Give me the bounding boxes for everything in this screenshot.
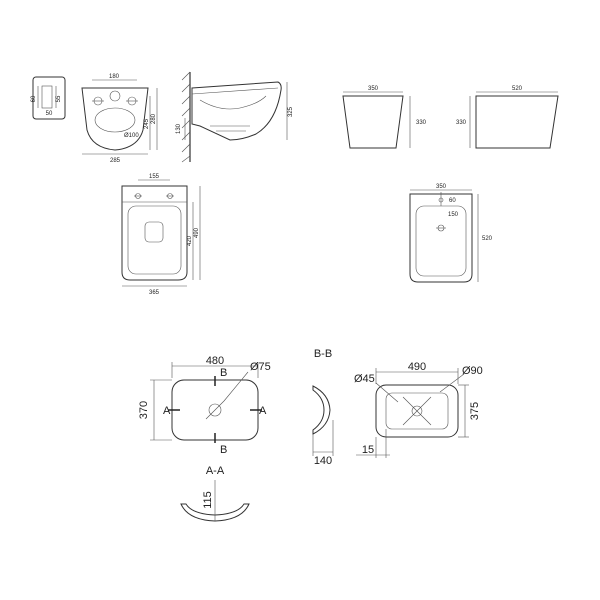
side-detail-view: 60 55 50 [31,76,66,120]
plan-height-2: 490 [194,227,200,238]
basin1-section-aa: A-A 115 [180,465,250,522]
basin2-section-bb: B-B 140 [312,348,334,467]
basin1-plan-view: 480 Ø75 B B A A 370 [138,355,271,456]
section-bb-title: B-B [314,348,332,360]
basin1-section-b-top: B [220,367,227,379]
front-bottom-width: 285 [110,158,121,164]
basin2-plan-view: 490 Ø45 Ø90 375 15 [354,361,483,458]
trapezoid-front-height: 330 [416,120,427,126]
toilet-front-view: 180 Ø100 245 280 285 [81,74,158,164]
section-aa-height: 115 [202,491,214,509]
side-detail-dim-c: 55 [56,95,62,102]
toilet-side-view: 130 325 [176,71,294,163]
front-top-width: 180 [109,74,120,80]
basin1-width: 480 [206,355,224,367]
section-bb-width: 140 [314,455,332,467]
trapezoid-side-view: 520 330 [456,86,559,149]
side-detail-dim-a: 60 [31,95,37,102]
trapezoid-side-height: 330 [456,120,467,126]
section-aa-title: A-A [206,465,225,477]
plan-top-dim: 155 [149,174,160,180]
side-height: 325 [288,106,294,117]
trapezoid-front-view: 350 330 [342,86,427,149]
basin2-rim: 15 [362,444,374,456]
basin1-hole: Ø75 [250,361,271,373]
bidet-plan-length: 520 [482,236,493,242]
plan-width: 365 [149,290,160,296]
basin1-height: 370 [138,401,150,419]
basin1-section-a-right: A [259,405,267,417]
side-detail-dim-b: 50 [46,111,53,117]
toilet-plan-view: 155 420 490 365 [121,174,201,296]
front-height-2: 280 [151,113,157,124]
trapezoid-side-width: 520 [512,86,523,92]
plan-height-1: 420 [187,235,193,246]
trapezoid-front-width: 350 [368,86,379,92]
front-height-1: 245 [144,118,150,129]
basin2-width: 490 [408,361,426,373]
basin2-height: 375 [469,402,481,420]
bidet-plan-view: 350 60 150 520 [409,184,493,283]
bidet-plan-width: 350 [436,184,447,190]
front-hole-dim: Ø100 [124,133,139,139]
bidet-plan-dim-1: 60 [449,198,456,204]
bidet-plan-dim-2: 150 [448,212,459,218]
basin1-section-a-left: A [163,405,171,417]
side-mount-height: 130 [176,123,182,134]
basin2-hole-left: Ø45 [354,373,375,385]
basin2-hole-right: Ø90 [462,365,483,377]
basin1-section-b-bottom: B [220,444,227,456]
